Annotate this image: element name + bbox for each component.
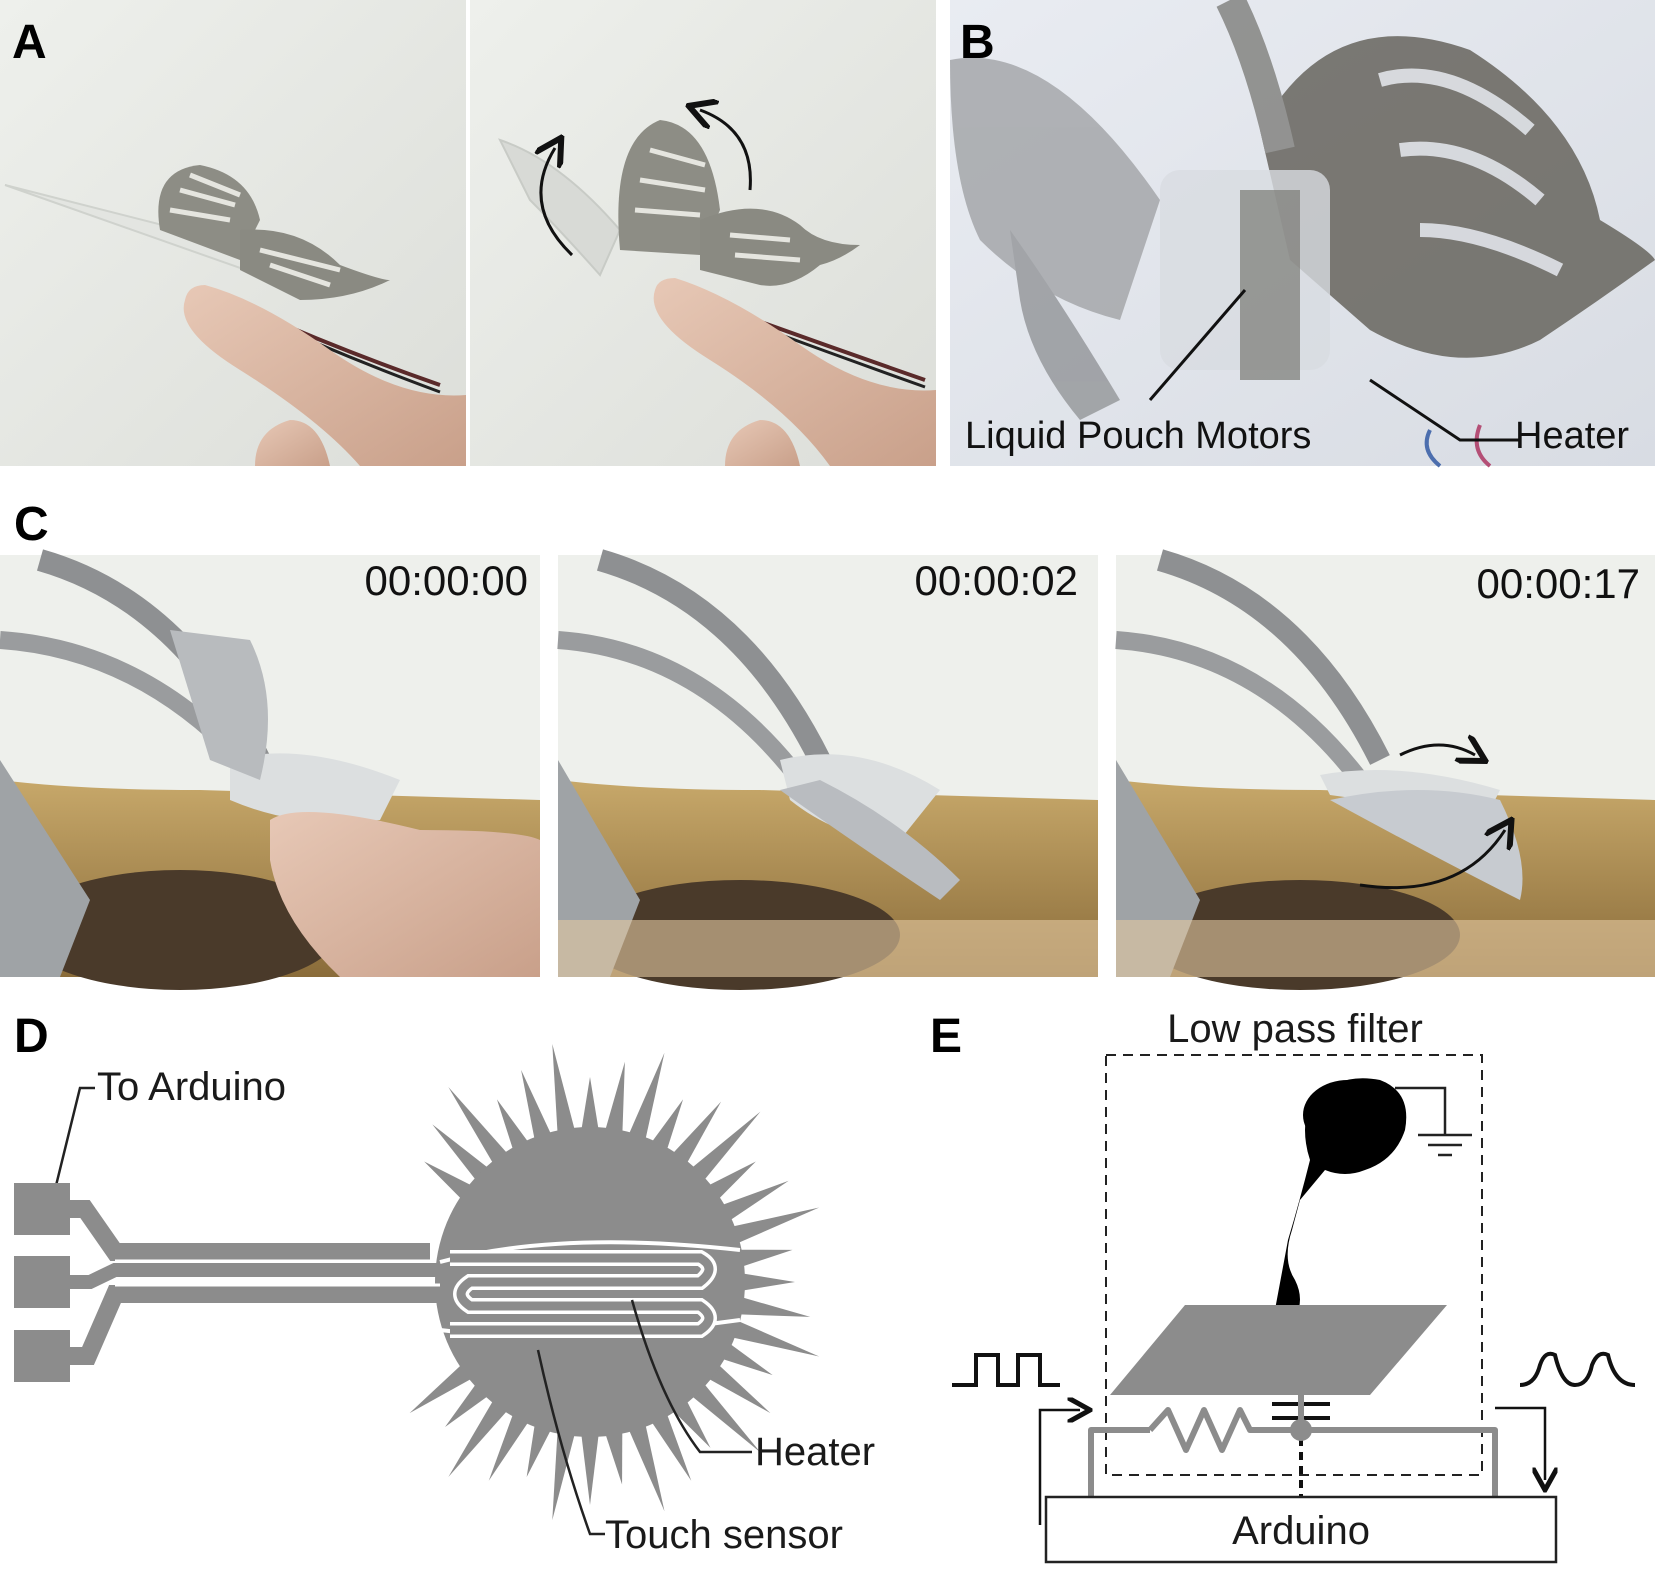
spike: [670, 1101, 722, 1167]
arduino-leader-line: [48, 1086, 95, 1211]
spike: [736, 1296, 811, 1317]
photo-c-1: [0, 549, 540, 990]
filtered-wave-icon: [1519, 1351, 1636, 1388]
pointing-finger-icon: [1274, 1078, 1407, 1323]
panel-label-d: D: [14, 1010, 49, 1063]
spike: [488, 1411, 531, 1481]
filter-boundary: [1105, 1054, 1483, 1476]
panel-b: Liquid Pouch Motors Heater B: [950, 0, 1655, 468]
panel-label-a: A: [12, 16, 47, 69]
panel-e: E Low pass filter: [930, 1007, 1636, 1564]
sensor-spikes: [409, 1043, 820, 1521]
label-arduino-board: Arduino: [1232, 1509, 1370, 1553]
timestamp-2: 00:00:02: [915, 557, 1079, 604]
heater-leader-line-d: [630, 1299, 752, 1454]
spike: [424, 1161, 475, 1202]
panel-a: A: [0, 0, 936, 466]
butterfly-closeup: [950, 0, 1655, 468]
butterfly-at-rest: [4, 165, 441, 394]
arrow-c-upper: [1399, 745, 1475, 755]
panel-d: D To Arduino Heater: [14, 1010, 875, 1557]
photo-c-2: [557, 549, 1098, 990]
finger-a-left: [183, 285, 466, 466]
panel-label-b: B: [960, 16, 995, 69]
spike: [445, 1381, 491, 1427]
finger-a-right: [653, 278, 936, 466]
spike: [496, 1099, 531, 1153]
flytrap-sensor-trace: [70, 1043, 820, 1521]
spike: [627, 1052, 665, 1143]
label-heater-d: Heater: [755, 1430, 875, 1474]
spike: [649, 1099, 684, 1153]
spike: [448, 1087, 510, 1167]
arrow-wing-left: [541, 148, 574, 257]
panel-label-e: E: [930, 1010, 962, 1063]
spike: [627, 1421, 665, 1512]
label-heater-b: Heater: [1515, 415, 1629, 457]
arrow-c-lower: [1359, 830, 1505, 890]
pouch-leader-line: [1148, 289, 1247, 401]
spike: [670, 1397, 711, 1448]
pad-3: [14, 1330, 70, 1382]
spike: [526, 1421, 553, 1477]
spike: [729, 1207, 820, 1245]
spike: [649, 1411, 692, 1481]
arrow-wing-right: [700, 110, 752, 191]
spike: [581, 1077, 599, 1133]
label-to-arduino: To Arduino: [97, 1065, 286, 1109]
label-low-pass-filter: Low pass filter: [1167, 1007, 1423, 1051]
photo-c-3: [1115, 549, 1655, 990]
label-touch-sensor: Touch sensor: [605, 1513, 843, 1557]
pad-1: [14, 1183, 70, 1235]
spike: [604, 1061, 625, 1136]
spike: [705, 1161, 756, 1202]
spike: [448, 1397, 510, 1477]
spike: [689, 1381, 761, 1453]
spike: [581, 1431, 599, 1505]
electrode-plate: [1110, 1305, 1447, 1395]
spike: [552, 1428, 576, 1521]
label-liquid-pouch-motors: Liquid Pouch Motors: [965, 415, 1311, 457]
arduino-board: [1044, 1495, 1558, 1564]
connector-pads: [14, 1183, 70, 1382]
panel-c: C 00:00:00 00:00:02: [0, 498, 1655, 990]
ground-symbol: [1395, 1086, 1472, 1157]
input-arrow: [1038, 1410, 1080, 1525]
spike: [432, 1124, 491, 1183]
heater-leader-line-b: [1369, 378, 1520, 442]
timestamp-3: 00:00:17: [1477, 560, 1641, 607]
panel-label-c: C: [14, 498, 49, 551]
spike: [521, 1069, 553, 1143]
spike: [719, 1180, 789, 1223]
pad-2: [14, 1256, 70, 1308]
spike: [729, 1319, 820, 1357]
spike: [604, 1428, 623, 1485]
spike: [739, 1273, 795, 1291]
spike: [409, 1362, 475, 1414]
touch-leader-line: [536, 1349, 605, 1536]
timestamp-1: 00:00:00: [365, 557, 529, 604]
spike: [736, 1249, 793, 1268]
spike: [705, 1362, 771, 1414]
square-wave-icon: [952, 1353, 1060, 1387]
spike: [719, 1341, 773, 1376]
spike: [689, 1111, 761, 1183]
circuit-node: [1290, 1419, 1312, 1441]
output-arrow: [1495, 1406, 1545, 1480]
spike: [552, 1043, 576, 1136]
